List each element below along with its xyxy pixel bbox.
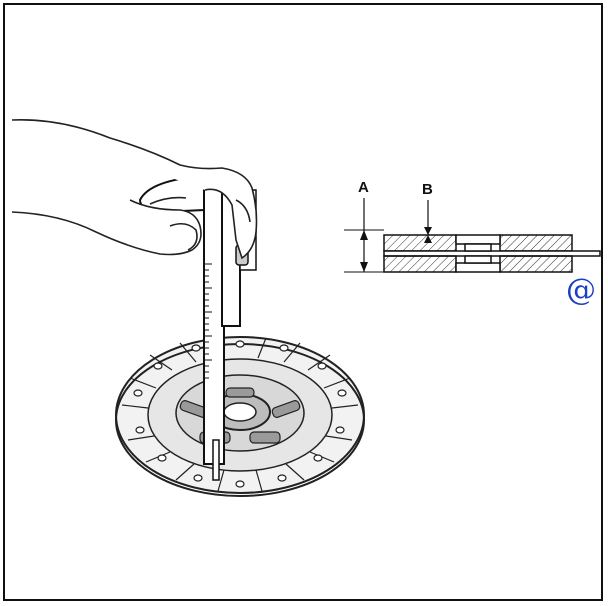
watermark-symbol: @ (566, 273, 596, 308)
hand-icon (11, 119, 258, 260)
dimension-b-label: B (422, 181, 433, 198)
clutch-disc-icon (115, 336, 365, 497)
cross-section-icon (344, 198, 601, 273)
figure-frame (3, 3, 603, 601)
dimension-a-label: A (358, 179, 369, 196)
